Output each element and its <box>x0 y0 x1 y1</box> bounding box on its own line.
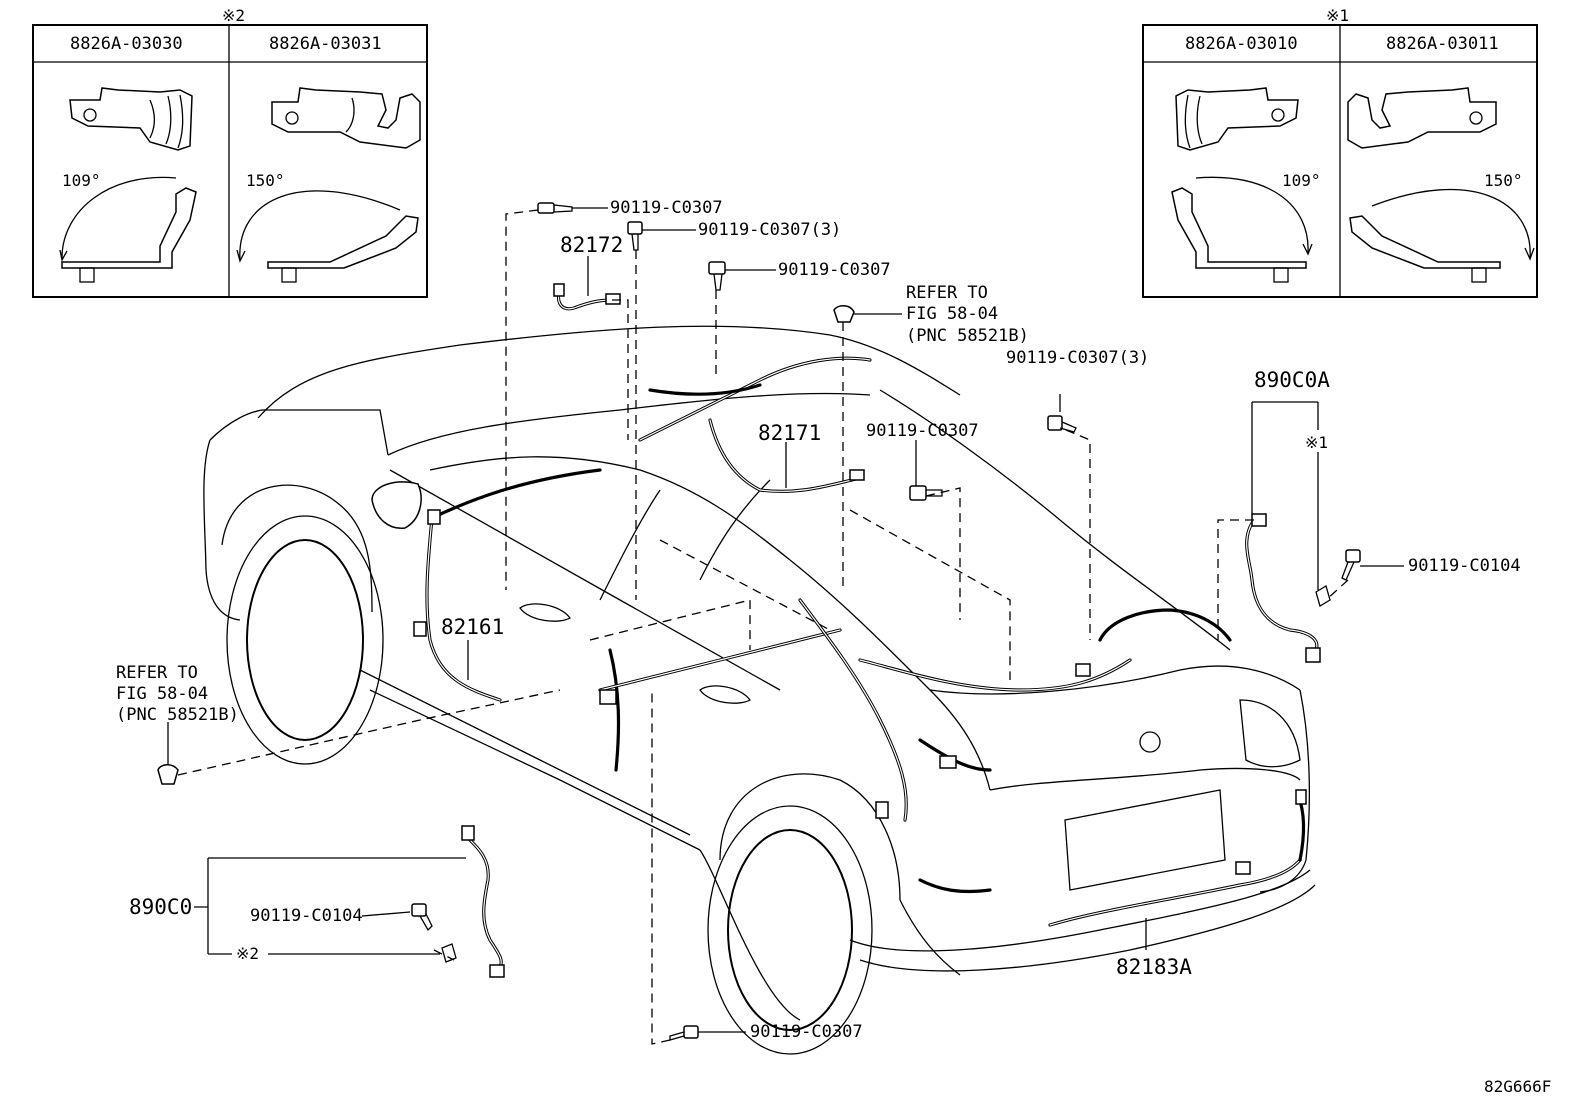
callout-82183A: 82183A <box>1116 955 1192 979</box>
bracket-03010-top-view <box>1175 87 1299 151</box>
fasteners <box>157 202 1361 1041</box>
callout-refer-left-2: FIG 58-04 <box>116 684 208 704</box>
callout-82171: 82171 <box>758 421 821 445</box>
inset-left-angle-2: 150° <box>246 171 285 190</box>
inset-right-part-2: 8826A-03011 <box>1386 34 1499 54</box>
dashed-leaders <box>177 209 1349 1045</box>
callout-890C0-marker: ※2 <box>236 944 259 963</box>
wire-harnesses <box>413 283 1331 978</box>
callout-890C0A-marker: ※1 <box>1305 433 1328 452</box>
vehicle-body <box>203 325 1316 1055</box>
front-wheel <box>246 539 364 741</box>
bolt-mid-icon <box>708 261 726 291</box>
bracket-03011-top-view <box>1347 87 1497 149</box>
callout-refer-left-3: (PNC 58521B) <box>116 705 239 725</box>
inset-left-part-1: 8826A-03030 <box>70 34 183 54</box>
inset-left-part-2: 8826A-03031 <box>269 34 382 54</box>
bracket-03031-side-view <box>267 215 419 269</box>
callout-82172: 82172 <box>560 233 623 257</box>
inset-left-angle-1: 109° <box>62 171 101 190</box>
inset-right: ※1 8826A-03010 8826A-03011 109° 150° <box>1142 6 1538 298</box>
bolt-bottom-icon <box>669 1025 699 1041</box>
callout-bolt-mid: 90119-C0307 <box>778 260 891 280</box>
callout-82161: 82161 <box>441 615 504 639</box>
callout-leaders <box>167 207 1404 1033</box>
bolt-right-icon <box>1047 415 1077 433</box>
callout-890C0A: 890C0A <box>1254 368 1330 392</box>
harness-82172 <box>556 288 614 311</box>
callout-refer-top-3: (PNC 58521B) <box>906 326 1029 346</box>
bolt-top-3-icon <box>627 221 643 251</box>
bracket-03031-top-view <box>271 87 421 149</box>
callout-refer-top-1: REFER TO <box>906 283 988 303</box>
callout-bolt-top: 90119-C0307 <box>610 198 723 218</box>
rear-wheel <box>727 829 853 1031</box>
harness-890C0A <box>1245 518 1319 652</box>
inset-left: ※2 8826A-03030 8826A-03031 109° 150° <box>32 6 428 298</box>
callout-bolt-c0104-left: 90119-C0104 <box>250 906 363 926</box>
clip-left-icon <box>157 764 179 785</box>
bracket-03011-side-view <box>1349 215 1501 269</box>
bolt-center-icon <box>909 485 943 501</box>
inset-right-part-1: 8826A-03010 <box>1185 34 1298 54</box>
inset-right-marker: ※1 <box>1326 6 1349 25</box>
callout-refer-left-1: REFER TO <box>116 663 198 683</box>
clip-top-icon <box>833 305 855 323</box>
inset-left-frame <box>32 24 428 298</box>
bolt-top-icon <box>537 202 573 214</box>
bolt-c0104-right-icon <box>1341 549 1361 581</box>
callout-bolt-right-3: 90119-C0307(3) <box>1006 348 1149 368</box>
license-plate-area <box>1064 789 1226 891</box>
callout-bolt-bottom: 90119-C0307 <box>750 1022 863 1042</box>
rear-emblem <box>1139 731 1161 753</box>
bracket-03030-side-view <box>61 187 197 269</box>
side-mirror <box>371 481 422 529</box>
callout-refer-top-2: FIG 58-04 <box>906 304 998 324</box>
callout-bolt-top-3: 90119-C0307(3) <box>698 220 841 240</box>
harness-82161 <box>425 516 502 702</box>
inset-right-angle-2: 150° <box>1484 171 1523 190</box>
harness-82171 <box>638 356 872 442</box>
callout-bolt-center: 90119-C0307 <box>866 421 979 441</box>
callout-labels: 90119-C0307 90119-C0307(3) 90119-C0307 R… <box>116 198 1521 1042</box>
figure-code: 82G666F <box>1484 1077 1551 1096</box>
inset-right-angle-1: 109° <box>1282 171 1321 190</box>
callout-890C0: 890C0 <box>129 895 192 919</box>
bracket-03010-side-view <box>1171 187 1307 269</box>
callout-bolt-c0104-right: 90119-C0104 <box>1408 556 1521 576</box>
bolt-c0104-left-icon <box>411 903 433 932</box>
bracket-03030-top-view <box>69 87 193 151</box>
inset-left-marker: ※2 <box>222 6 245 25</box>
